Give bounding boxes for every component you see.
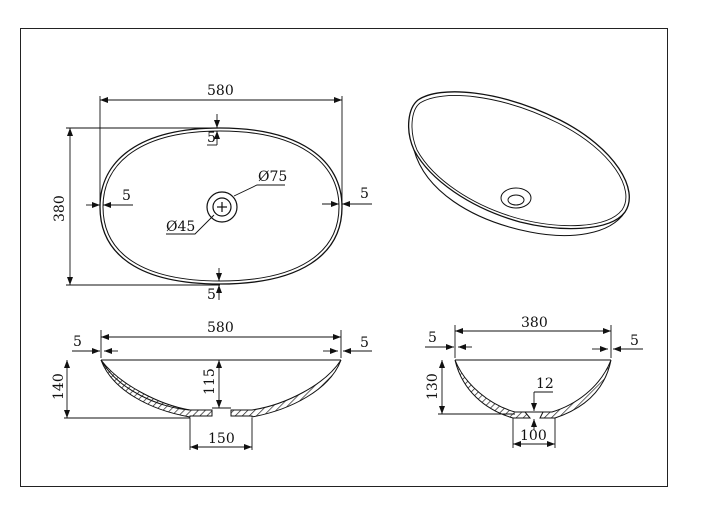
top-view [66,96,372,300]
top-length-label: 580 [207,83,234,99]
side-base-thickness-label: 12 [536,376,554,392]
top-rim-top-label: 5 [207,130,216,146]
front-rim-right-label: 5 [360,335,369,351]
front-section [64,330,372,450]
drain-inner-dia-label: Ø45 [166,219,195,235]
top-rim-left-label: 5 [122,188,131,204]
side-rim-left-label: 5 [428,330,437,346]
drain-outer-dia-label: Ø75 [258,169,287,185]
iso-view [408,91,630,237]
front-height-label: 140 [51,373,67,400]
side-rim-right-label: 5 [630,333,639,349]
top-rim-bottom-label: 5 [207,287,216,303]
front-base-width-label: 150 [208,431,235,447]
top-rim-right-label: 5 [360,186,369,202]
front-depth-label: 115 [202,368,218,395]
front-length-label: 580 [207,320,234,336]
side-width-label: 380 [521,315,548,331]
side-section [425,325,643,448]
front-rim-left-label: 5 [73,334,82,350]
side-base-width-label: 100 [520,428,547,444]
top-width-label: 380 [52,195,68,222]
side-height-label: 130 [425,373,441,400]
drawing-frame [20,28,668,487]
